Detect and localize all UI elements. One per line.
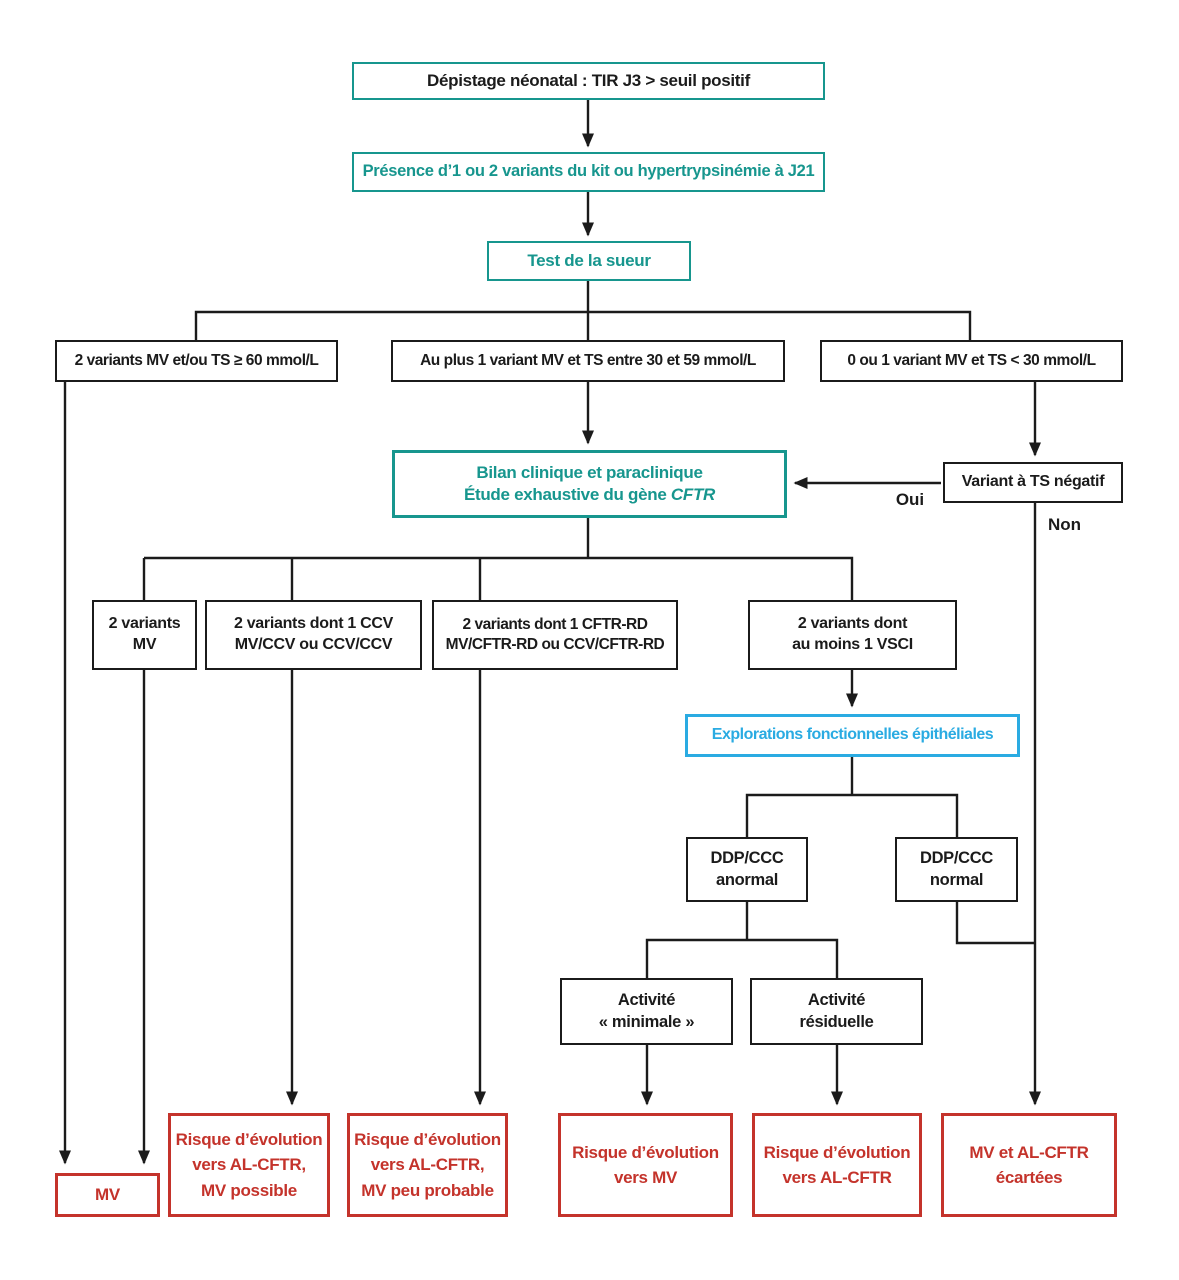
node-bilan-line2-text: Étude exhaustive du gène: [463, 485, 671, 504]
edge-split-activite: [645, 938, 839, 979]
node-ddp-anormal-line2: anormal: [715, 870, 779, 889]
node-dont-vsci-line1: 2 variants dont: [797, 615, 908, 633]
node-presence-label: Présence d’1 ou 2 variants du kit ou hyp…: [362, 162, 815, 181]
resultat-vers-al-line2: vers AL-CFTR: [782, 1168, 892, 1187]
node-dont-cftr-rd: 2 variants dont 1 CFTR-RD MV/CFTR-RD ou …: [432, 600, 678, 670]
node-ts-30-59: Au plus 1 variant MV et TS entre 30 et 5…: [391, 340, 785, 382]
node-resultat-mv: MV: [55, 1173, 160, 1217]
node-resultat-al-mv-possible: Risque d’évolution vers AL-CFTR, MV poss…: [168, 1113, 330, 1217]
node-bilan-gene-cftr: CFTR: [670, 485, 716, 504]
node-activite-residuelle: Activité résiduelle: [750, 978, 923, 1045]
resultat-al-mv-possible-line3: MV possible: [201, 1180, 297, 1200]
node-activite-minimale-line2: « minimale »: [598, 1012, 695, 1031]
resultat-al-mv-peu-probable-line3: MV peu probable: [361, 1180, 494, 1200]
node-ddp-anormal: DDP/CCC anormal: [686, 837, 808, 902]
node-2-variants-mv: 2 variants MV: [92, 600, 197, 670]
node-explorations-fonctionnelles: Explorations fonctionnelles épithéliales: [685, 714, 1020, 757]
node-ddp-normal-line2: normal: [929, 870, 984, 889]
node-activite-residuelle-line2: résiduelle: [799, 1012, 874, 1031]
node-ddp-normal-line1: DDP/CCC: [919, 849, 994, 868]
resultat-al-mv-possible-line1: Risque d’évolution: [175, 1129, 323, 1149]
resultat-vers-mv-line2: vers MV: [613, 1168, 678, 1187]
node-dont-vsci-line2: au moins 1 VSCI: [792, 636, 913, 653]
edge-label-non: Non: [1048, 515, 1082, 534]
node-bilan-clinique: Bilan clinique et paraclinique Étude exh…: [392, 450, 787, 518]
node-2-variants-mv-line1: 2 variants: [108, 615, 181, 633]
node-resultat-vers-mv: Risque d’évolution vers MV: [558, 1113, 733, 1217]
resultat-al-mv-peu-probable-line2: vers AL-CFTR,: [370, 1155, 485, 1175]
node-activite-minimale-line1: Activité: [617, 991, 676, 1010]
resultat-ecartees-line2: écartées: [995, 1168, 1063, 1187]
node-test-sueur: Test de la sueur: [487, 241, 691, 281]
node-ddp-anormal-line1: DDP/CCC: [710, 849, 784, 868]
node-ts-inf-30: 0 ou 1 variant MV et TS < 30 mmol/L: [820, 340, 1123, 382]
node-bilan-line1: Bilan clinique et paraclinique: [476, 462, 703, 482]
node-variant-ts-negatif-label: Variant à TS négatif: [961, 473, 1105, 491]
edge-split-row2: [144, 556, 854, 601]
node-dont-ccv: 2 variants dont 1 CCV MV/CCV ou CCV/CCV: [205, 600, 422, 670]
node-ts-30-59-label: Au plus 1 variant MV et TS entre 30 et 5…: [420, 351, 756, 369]
node-resultat-vers-al: Risque d’évolution vers AL-CFTR: [752, 1113, 922, 1217]
node-bilan-line2: Étude exhaustive du gène CFTR: [464, 484, 715, 506]
node-depistage-neonatal: Dépistage néonatal : TIR J3 > seuil posi…: [352, 62, 825, 100]
resultat-ecartees-line1: MV et AL-CFTR: [969, 1142, 1089, 1162]
node-dont-ccv-line1: 2 variants dont 1 CCV: [233, 615, 394, 633]
node-test-sueur-label: Test de la sueur: [527, 250, 651, 270]
node-variant-ts-negatif: Variant à TS négatif: [943, 462, 1123, 503]
node-ddp-normal: DDP/CCC normal: [895, 837, 1018, 902]
edge-normal-merge: [955, 902, 1034, 945]
node-presence-variants: Présence d’1 ou 2 variants du kit ou hyp…: [352, 152, 825, 192]
node-ts-inf-30-label: 0 ou 1 variant MV et TS < 30 mmol/L: [847, 351, 1096, 369]
node-dont-vsci: 2 variants dont au moins 1 VSCI: [748, 600, 957, 670]
node-2-variants-mv-line2: MV: [132, 636, 157, 653]
resultat-al-mv-peu-probable-line1: Risque d’évolution: [354, 1129, 501, 1149]
edge-split-row1: [194, 310, 972, 341]
node-ts-sup-60-label: 2 variants MV et/ou TS ≥ 60 mmol/L: [74, 351, 319, 369]
node-ts-sup-60: 2 variants MV et/ou TS ≥ 60 mmol/L: [55, 340, 338, 382]
node-explorations-label: Explorations fonctionnelles épithéliales: [711, 726, 994, 744]
node-dont-ccv-line2: MV/CCV ou CCV/CCV: [234, 636, 393, 653]
resultat-al-mv-possible-line2: vers AL-CFTR,: [192, 1155, 306, 1175]
node-depistage-label: Dépistage néonatal : TIR J3 > seuil posi…: [427, 70, 750, 90]
node-resultat-al-mv-peu-probable: Risque d’évolution vers AL-CFTR, MV peu …: [347, 1113, 508, 1217]
edge-label-oui: Oui: [895, 490, 925, 509]
resultat-vers-al-line1: Risque d’évolution: [763, 1142, 911, 1162]
node-activite-minimale: Activité « minimale »: [560, 978, 733, 1045]
node-resultat-ecartees: MV et AL-CFTR écartées: [941, 1113, 1117, 1217]
node-dont-cftr-rd-line2: MV/CFTR-RD ou CCV/CFTR-RD: [445, 636, 665, 653]
node-activite-residuelle-line1: Activité: [807, 991, 866, 1010]
edge-split-ddp: [745, 793, 959, 838]
node-dont-cftr-rd-line1: 2 variants dont 1 CFTR-RD: [462, 615, 648, 633]
resultat-vers-mv-line1: Risque d’évolution: [572, 1142, 719, 1162]
node-resultat-mv-label: MV: [95, 1184, 120, 1204]
